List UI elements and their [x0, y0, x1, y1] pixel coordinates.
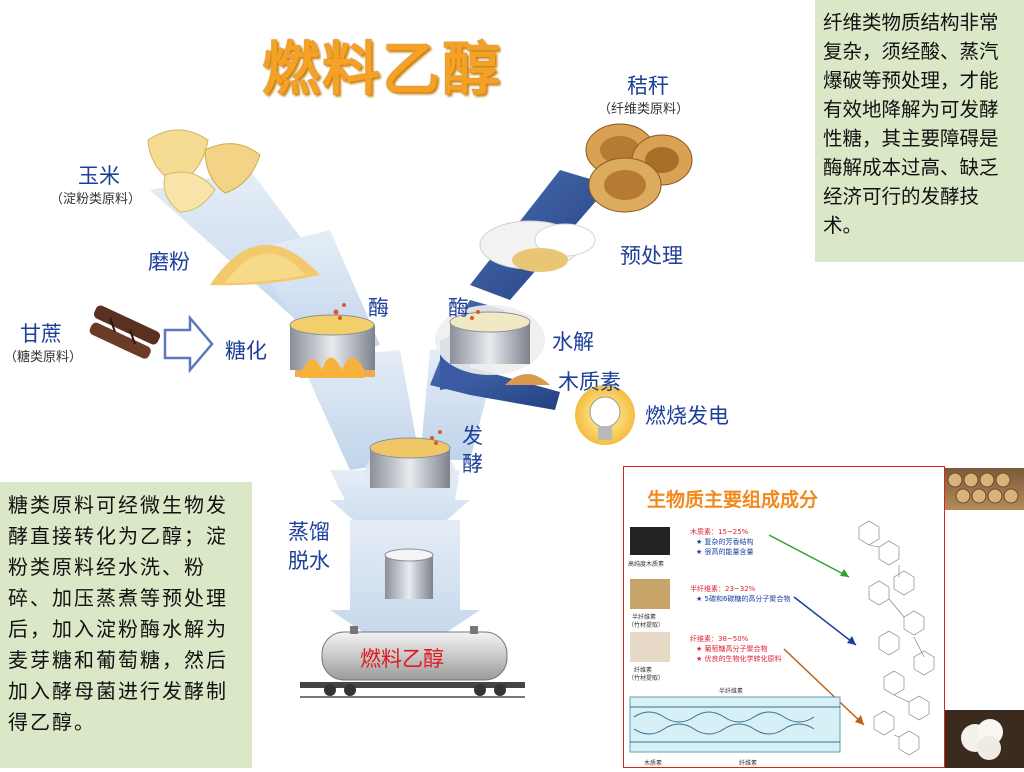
label-distillation: 蒸馏	[288, 520, 330, 544]
img1-caption: 高纯度木质素	[628, 561, 665, 568]
label-lignin: 木质素	[558, 370, 621, 394]
label-ferment-1: 发	[462, 424, 483, 448]
sugarcane-arrow	[163, 314, 214, 374]
img3-caption-2: （竹材提取）	[628, 675, 665, 682]
label-straw-sub: （纤维类原料）	[598, 102, 690, 117]
img2-caption-2: （竹材提取）	[628, 622, 665, 629]
cellulose-bullet-2: ★ 优良的生物化学转化原料	[696, 655, 782, 663]
label-enzyme-left: 酶	[368, 296, 389, 320]
note-sugar-starch: 糖类原料可经微生物发酵直接转化为乙醇；淀粉类原料经水洗、粉碎、加压蒸煮等预处理后…	[0, 482, 252, 768]
saccharification-pot	[289, 303, 375, 378]
lignin-bullet-2: ★ 很高的能量含量	[696, 548, 754, 556]
lignin-line: 木质素：15~25%	[690, 528, 749, 536]
lignin-bullet-1: ★ 复杂的芳香结构	[696, 538, 754, 546]
lignin-sample-image	[630, 527, 670, 555]
hemicellulose-line: 半纤维素：23~32%	[690, 585, 756, 593]
label-milling: 磨粉	[148, 250, 190, 274]
note-cellulosic: 纤维类物质结构非常复杂，须经酸、蒸汽爆破等预处理，才能有效地降解为可发酵性糖，其…	[815, 0, 1024, 262]
label-pretreatment: 预处理	[620, 244, 683, 268]
page-title: 燃料乙醇	[262, 35, 503, 103]
label-sugarcane: 甘蔗	[20, 322, 62, 346]
label-enzyme-right: 酶	[448, 296, 469, 320]
hemicellulose-bullet: ★ 5碳和6碳糖的高分子聚合物	[696, 595, 791, 603]
fermentation-pot	[365, 430, 455, 492]
label-corn: 玉米	[78, 164, 120, 188]
img3-caption: 纤维素	[634, 667, 653, 674]
distillation-drum	[384, 548, 434, 599]
straw-bales	[585, 123, 693, 213]
cellulose-sample-image	[630, 632, 670, 662]
label-saccharification: 糖化	[225, 339, 267, 363]
label-corn-sub: （淀粉类原料）	[50, 192, 142, 207]
corn-image	[147, 129, 261, 213]
cellulose-bullet-1: ★ 葡萄糖高分子聚合物	[696, 645, 768, 653]
pretreatment-steam	[479, 220, 596, 272]
panel-title: 生物质主要组成成分	[647, 489, 819, 511]
img2-caption: 半纤维素	[632, 614, 657, 621]
hemicellulose-sample-image	[630, 579, 670, 609]
biomass-composition-panel: 生物质主要组成成分 高纯度木质素 半纤维素 （竹材提取） 纤维素 （竹材提取） …	[623, 466, 945, 768]
fiber-label-hemicellulose: 半纤维素	[719, 688, 744, 695]
label-straw: 秸秆	[627, 74, 669, 98]
fiber-label-cellulose: 纤维素	[739, 760, 758, 767]
label-hydrolysis: 水解	[552, 330, 594, 354]
cotton-photo	[945, 710, 1024, 768]
sugarcane-image	[89, 305, 161, 359]
tanker-car	[300, 626, 525, 698]
label-dehydration: 脱水	[288, 549, 330, 573]
label-sugarcane-sub: （糖类原料）	[4, 350, 83, 365]
light-bulb-icon	[575, 385, 635, 445]
label-power-generation: 燃烧发电	[645, 404, 729, 428]
fiber-label-lignin: 木质素	[644, 760, 663, 767]
log-pile-photo	[945, 468, 1024, 510]
cellulose-line: 纤维素：38~50%	[690, 635, 749, 643]
molecular-structure-figure	[629, 520, 935, 756]
lignin-pile	[505, 374, 550, 385]
label-ferment-2: 酵	[462, 452, 483, 476]
flour-pile	[210, 244, 320, 286]
tanker-label: 燃料乙醇	[360, 647, 444, 671]
hydrolysis-pot	[435, 305, 545, 375]
